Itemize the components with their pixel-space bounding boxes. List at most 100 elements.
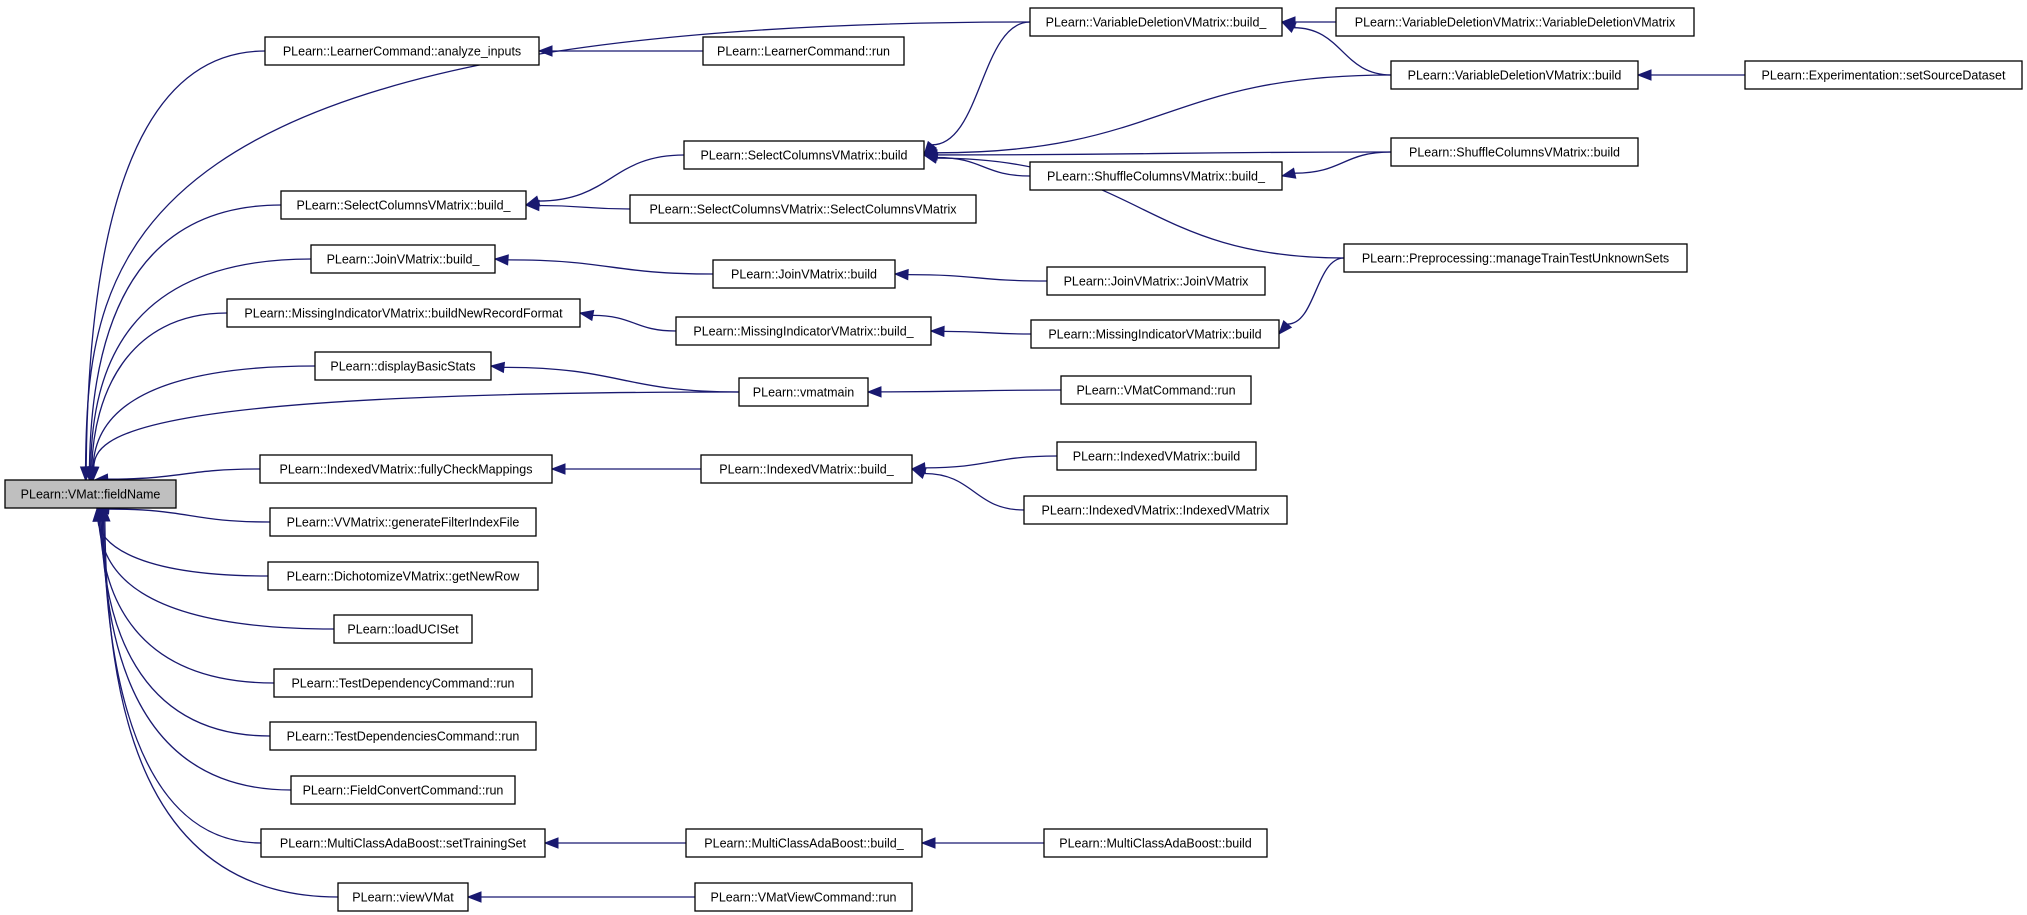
node-label: PLearn::MultiClassAdaBoost::build [1059,837,1252,851]
edge-arrowhead [1278,320,1293,336]
node-box [290,775,516,805]
edge-line [538,204,631,210]
node-ivm_fcm[interactable]: PLearn::IndexedVMatrix::fullyCheckMappin… [259,454,553,484]
edge-learner_run-to-analyze_inputs [537,45,703,57]
node-label: PLearn::VariableDeletionVMatrix::Variabl… [1355,16,1676,30]
node-box [280,190,527,220]
node-mcab_sts[interactable]: PLearn::MultiClassAdaBoost::setTrainingS… [260,828,546,858]
edge-viewvmat-to-fieldName [99,506,339,898]
edge-line [592,314,677,332]
node-ivm_build_[interactable]: PLearn::IndexedVMatrix::build_ [700,454,913,484]
node-box [629,194,977,224]
edge-arrowhead [88,466,100,482]
node-vdv_build[interactable]: PLearn::VariableDeletionVMatrix::build [1390,60,1639,90]
edge-mi_bnrf-to-fieldName [86,312,228,482]
node-box [1060,375,1252,405]
node-label: PLearn::MultiClassAdaBoost::setTrainingS… [280,837,527,851]
node-mcab_build[interactable]: PLearn::MultiClassAdaBoost::build [1043,828,1268,858]
node-label: PLearn::SelectColumnsVMatrix::build_ [297,199,512,213]
edge-arrowhead [920,837,936,849]
edge-arrowhead [578,309,595,322]
node-box [700,454,913,484]
node-vmatcmd_run[interactable]: PLearn::VMatCommand::run [1060,375,1252,405]
node-label: PLearn::IndexedVMatrix::IndexedVMatrix [1042,504,1271,518]
edge-arrowhead [537,45,553,57]
edge-line [1294,151,1392,174]
node-vmatmain[interactable]: PLearn::vmatmain [738,377,869,407]
edge-arrowhead [893,268,909,281]
edge-line [84,21,1031,468]
node-mi_build[interactable]: PLearn::MissingIndicatorVMatrix::build [1030,319,1280,349]
edge-line [936,74,1392,154]
node-label: PLearn::VMat::fieldName [21,488,161,502]
node-mi_build_[interactable]: PLearn::MissingIndicatorVMatrix::build_ [675,316,932,346]
edge-vdv_build-to-vdv_build_ [1280,21,1392,76]
node-shuf_build[interactable]: PLearn::ShuffleColumnsVMatrix::build [1390,137,1639,167]
node-label: PLearn::MissingIndicatorVMatrix::buildNe… [244,307,563,321]
node-learner_run[interactable]: PLearn::LearnerCommand::run [702,36,905,66]
node-vdv_ctor[interactable]: PLearn::VariableDeletionVMatrix::Variabl… [1335,7,1695,37]
edge-line [507,259,714,275]
edge-line [99,520,275,684]
node-dich_gnr[interactable]: PLearn::DichotomizeVMatrix::getNewRow [267,561,539,591]
node-box [685,828,923,858]
edge-line [97,520,269,577]
node-tdc_run[interactable]: PLearn::TestDependencyCommand::run [273,668,533,698]
node-vv_gfif[interactable]: PLearn::VVMatrix::generateFilterIndexFil… [269,507,537,537]
node-label: PLearn::MissingIndicatorVMatrix::build_ [693,325,914,339]
node-viewvmat[interactable]: PLearn::viewVMat [337,882,469,912]
node-mi_bnrf[interactable]: PLearn::MissingIndicatorVMatrix::buildNe… [226,298,581,328]
node-scv_build[interactable]: PLearn::SelectColumnsVMatrix::build [683,140,925,170]
node-label: PLearn::VariableDeletionVMatrix::build [1408,69,1622,83]
node-vmatview_run[interactable]: PLearn::VMatViewCommand::run [694,882,913,912]
edge-arrowhead [929,325,945,338]
node-join_ctor[interactable]: PLearn::JoinVMatrix::JoinVMatrix [1046,266,1266,296]
node-label: PLearn::DichotomizeVMatrix::getNewRow [287,570,521,584]
node-loaduci[interactable]: PLearn::loadUCISet [333,614,473,644]
node-join_build_[interactable]: PLearn::JoinVMatrix::build_ [310,244,496,274]
node-box [1335,7,1695,37]
edge-arrowhead [866,386,882,398]
node-mcab_build_[interactable]: PLearn::MultiClassAdaBoost::build_ [685,828,923,858]
edge-line [91,312,228,468]
edge-line [89,258,312,468]
edge-line [538,154,685,202]
edge-join_build-to-join_build_ [493,254,714,275]
node-box [675,316,932,346]
node-exp_setsource[interactable]: PLearn::Experimentation::setSourceDatase… [1744,60,2023,90]
edge-tdc_run-to-fieldName [94,506,275,684]
node-scv_build_[interactable]: PLearn::SelectColumnsVMatrix::build_ [280,190,527,220]
node-label: PLearn::JoinVMatrix::build_ [327,253,481,267]
node-label: PLearn::TestDependenciesCommand::run [287,730,520,744]
node-dbs[interactable]: PLearn::displayBasicStats [314,351,492,381]
node-ivm_build[interactable]: PLearn::IndexedVMatrix::build [1056,441,1257,471]
edge-exp_setsource-to-vdv_build [1636,69,1745,81]
edge-arrowhead [489,361,506,374]
node-label: PLearn::TestDependencyCommand::run [291,677,514,691]
node-analyze_inputs[interactable]: PLearn::LearnerCommand::analyze_inputs [264,36,540,66]
node-join_build[interactable]: PLearn::JoinVMatrix::build [712,259,896,289]
node-vdv_build_[interactable]: PLearn::VariableDeletionVMatrix::build_ [1029,7,1283,37]
node-preproc[interactable]: PLearn::Preprocessing::manageTrainTestUn… [1343,243,1688,273]
node-box [264,36,540,66]
node-label: PLearn::JoinVMatrix::JoinVMatrix [1064,275,1250,289]
node-ivm_ctor[interactable]: PLearn::IndexedVMatrix::IndexedVMatrix [1023,495,1288,525]
node-label: PLearn::SelectColumnsVMatrix::SelectColu… [649,203,957,217]
node-tdsc_run[interactable]: PLearn::TestDependenciesCommand::run [269,721,537,751]
edge-vdv_build_-to-scv_build [923,21,1031,157]
node-scv_ctor[interactable]: PLearn::SelectColumnsVMatrix::SelectColu… [629,194,977,224]
node-label: PLearn::MultiClassAdaBoost::build_ [704,837,904,851]
edge-arrowhead [493,254,509,266]
edge-line [101,520,292,791]
edge-ivm_build-to-ivm_build_ [910,455,1058,474]
node-fcc_run[interactable]: PLearn::FieldConvertCommand::run [290,775,516,805]
edge-line [907,273,1048,282]
node-label: PLearn::Experimentation::setSourceDatase… [1762,69,2006,83]
edge-arrowhead [1280,21,1297,34]
node-shuf_build_[interactable]: PLearn::ShuffleColumnsVMatrix::build_ [1029,161,1283,191]
node-label: PLearn::LearnerCommand::run [717,45,890,59]
node-box [1029,7,1283,37]
node-box [269,507,537,537]
node-label: PLearn::displayBasicStats [330,360,475,374]
edge-preproc-to-mi_build [1278,257,1345,336]
